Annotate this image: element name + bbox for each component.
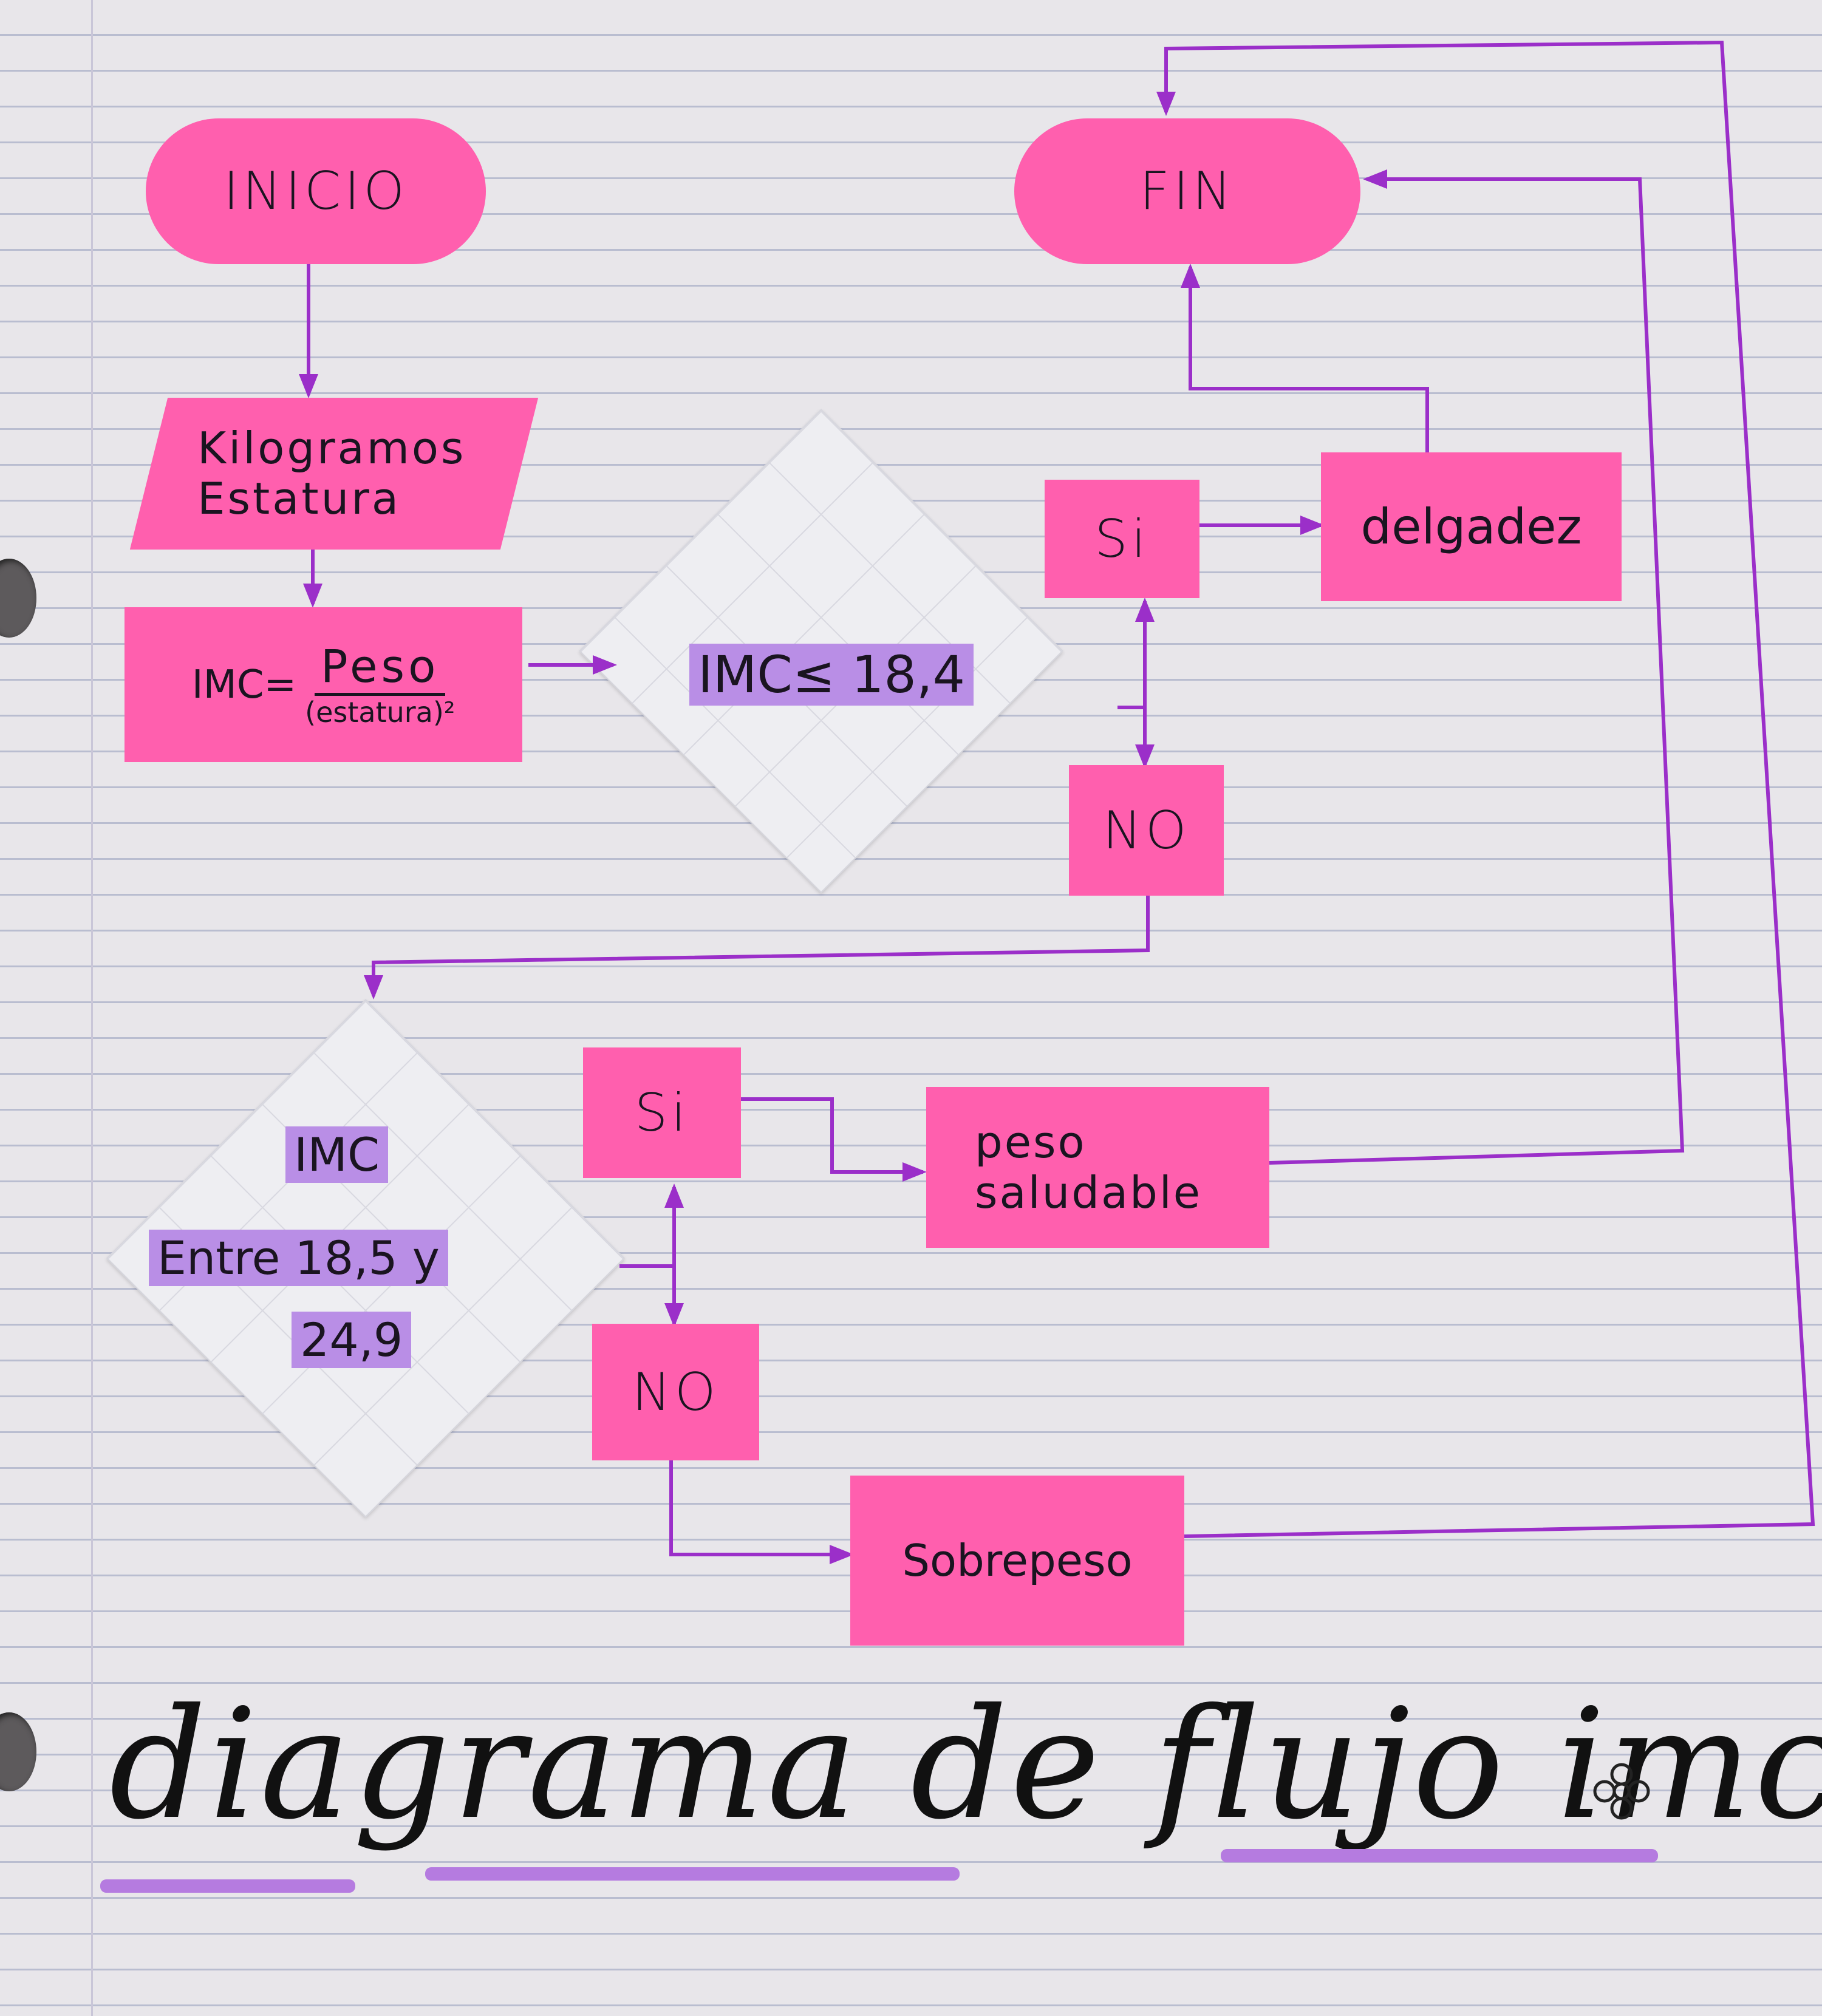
arrow-saludable-to-end	[1269, 169, 1685, 1165]
sobrepeso-process: Sobrepeso	[850, 1476, 1184, 1646]
title-underline-3	[1221, 1849, 1658, 1862]
decision2-no-box: NO	[592, 1324, 759, 1460]
formula-process: IMC= Peso (estatura)²	[125, 607, 522, 762]
decision2-yes-label: Si	[634, 1082, 690, 1143]
arrow-si2-to-saludable	[741, 1097, 927, 1182]
decision1-no-box: NO	[1069, 765, 1224, 896]
end-label: FIN	[1139, 161, 1235, 222]
decision2-line3: 24,9	[292, 1312, 412, 1368]
saludable-label: peso saludable	[975, 1116, 1203, 1218]
decision1-condition: IMC≤ 18,4	[689, 644, 974, 706]
start-label: INICIO	[223, 161, 409, 222]
input-label: Kilogramos Estatura	[197, 423, 466, 524]
page-margin-line	[91, 0, 93, 2016]
decision1-yes-box: Si	[1045, 480, 1199, 598]
formula-numerator: Peso	[315, 641, 446, 696]
input-parallelogram: Kilogramos Estatura	[129, 398, 539, 550]
decision2-line2: Entre 18,5 y	[149, 1230, 448, 1286]
decision1-no-label: NO	[1102, 800, 1190, 861]
arrow-sobrepeso-to-end	[1156, 40, 1815, 1538]
decision2-no-label: NO	[632, 1361, 720, 1423]
decision2-line1: IMC	[285, 1126, 389, 1183]
sobrepeso-label: Sobrepeso	[902, 1534, 1133, 1586]
delgadez-process: delgadez	[1321, 452, 1622, 601]
saludable-process: peso saludable	[926, 1087, 1269, 1248]
formula-fraction: Peso (estatura)²	[305, 641, 455, 729]
arrow-no2-to-sobrepeso	[669, 1460, 854, 1564]
end-terminal: FIN	[1014, 118, 1360, 264]
start-terminal: INICIO	[146, 118, 486, 264]
decision1-yes-label: Si	[1094, 508, 1150, 570]
delgadez-label: delgadez	[1360, 499, 1582, 555]
title-underline-2	[425, 1867, 960, 1881]
title-underline-1	[100, 1879, 355, 1893]
arrow-delgadez-to-end	[1181, 264, 1429, 452]
page-title: diagrama de flujo imc	[109, 1676, 1822, 1853]
formula-denominator: (estatura)²	[305, 696, 455, 729]
arrow-no1-to-decision2	[364, 896, 1150, 999]
decision2-yes-box: Si	[583, 1047, 741, 1178]
formula-lhs: IMC=	[191, 662, 297, 707]
